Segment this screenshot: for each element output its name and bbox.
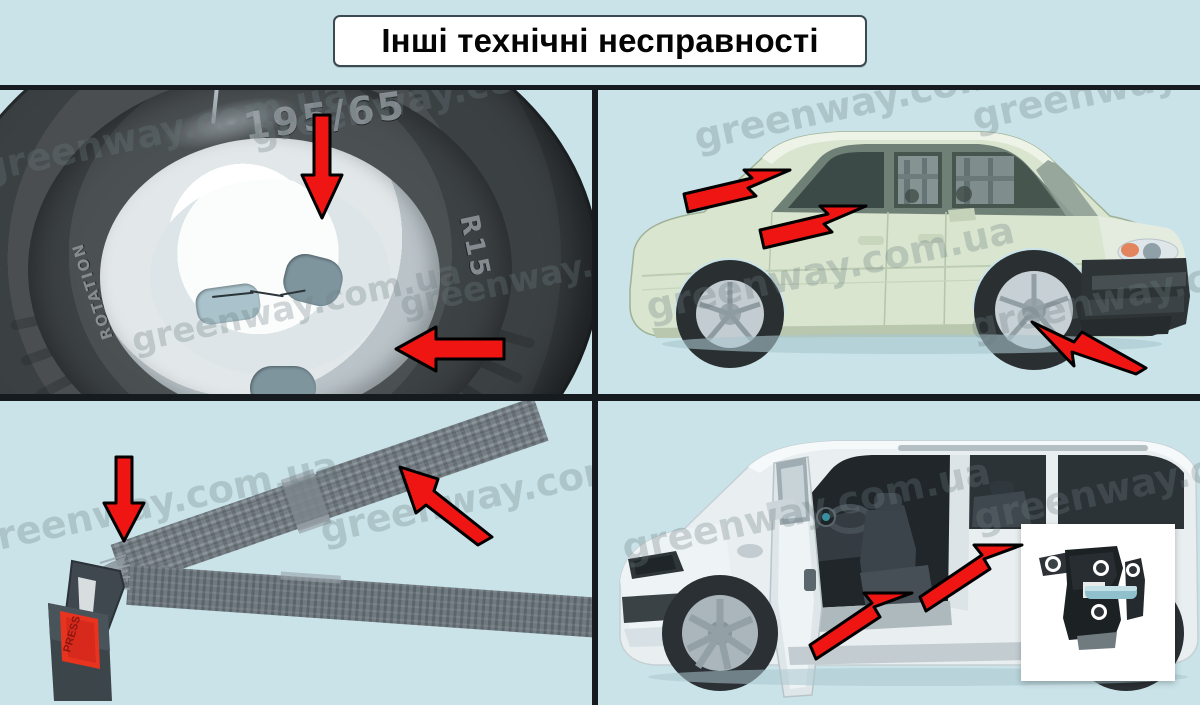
title-box: Інші технічні несправності	[333, 14, 867, 67]
page-title: Інші технічні несправності	[381, 22, 819, 59]
tire-illustration: 195/65 R15 ROTATION	[0, 90, 592, 394]
seat-belt-illustration: PRESS	[0, 401, 592, 705]
wheel-rim-face	[150, 179, 390, 375]
rim-spoke-hole	[250, 366, 316, 394]
panel-window-tint-and-bumper: greenway.com.ua greenway.com.ua greenway…	[598, 90, 1200, 394]
panel-grid: 195/65 R15 ROTATION	[0, 85, 1200, 705]
panel-seat-belt-damage: PRESS greenway.com.ua greenway.com.ua	[0, 401, 592, 705]
panel-door-lock-defect: greenway.com.ua greenway.com.ua	[598, 401, 1200, 705]
sedan-illustration	[612, 100, 1192, 394]
door-latch-inset-photo	[1021, 524, 1175, 681]
panel-tire-damage: 195/65 R15 ROTATION	[0, 90, 592, 394]
wheel-rim	[100, 138, 440, 394]
title-bar: Інші технічні несправності	[0, 0, 1200, 85]
tire-rim-code-label: R15	[453, 211, 497, 283]
